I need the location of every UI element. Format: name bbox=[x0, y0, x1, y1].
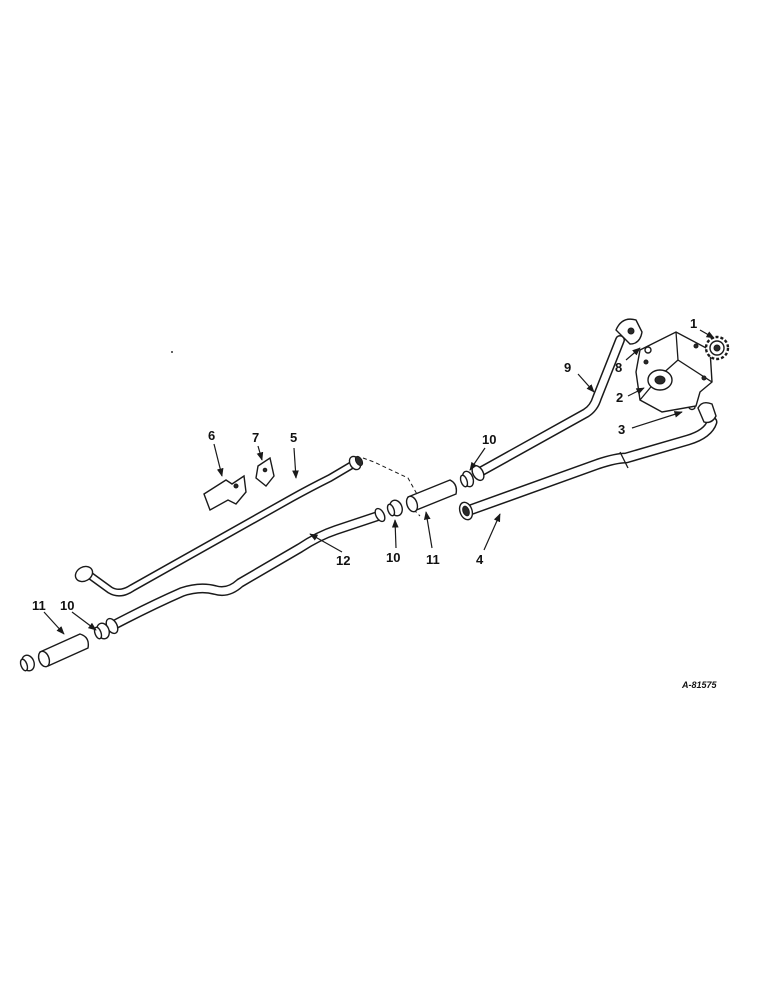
callout-4: 4 bbox=[476, 552, 484, 567]
stray-dot bbox=[171, 351, 173, 353]
callout-8: 8 bbox=[615, 360, 622, 375]
callout-10-middle: 10 bbox=[386, 550, 400, 565]
callout-2: 2 bbox=[616, 390, 623, 405]
hose-9 bbox=[471, 318, 643, 482]
callout-9: 9 bbox=[564, 360, 571, 375]
hose-4 bbox=[458, 401, 718, 521]
callout-1: 1 bbox=[690, 316, 697, 331]
callout-11-lower: 11 bbox=[32, 598, 46, 613]
o-ring-8 bbox=[644, 346, 652, 354]
clip-7 bbox=[255, 456, 275, 487]
gear-1 bbox=[704, 335, 730, 361]
leader-arrows bbox=[43, 329, 715, 635]
callout-3: 3 bbox=[618, 422, 625, 437]
callout-11-middle: 11 bbox=[426, 552, 440, 567]
callout-5: 5 bbox=[290, 430, 297, 445]
drawing-reference: A-81575 bbox=[681, 680, 718, 690]
callout-10-lower: 10 bbox=[60, 598, 74, 613]
callout-12: 12 bbox=[336, 553, 350, 568]
callout-7: 7 bbox=[252, 430, 259, 445]
callout-labels: 1 2 3 4 5 6 7 8 9 10 10 10 11 11 12 bbox=[32, 316, 697, 613]
hose-3-elbow bbox=[697, 401, 717, 424]
bracket-6 bbox=[203, 474, 247, 512]
lower-left-connectors bbox=[19, 622, 110, 672]
middle-connectors bbox=[386, 470, 475, 517]
pump-2 bbox=[635, 331, 713, 413]
callout-10-upper: 10 bbox=[482, 432, 496, 447]
tube-5 bbox=[74, 455, 364, 597]
tube-5-nut bbox=[74, 565, 94, 583]
callout-6: 6 bbox=[208, 428, 215, 443]
